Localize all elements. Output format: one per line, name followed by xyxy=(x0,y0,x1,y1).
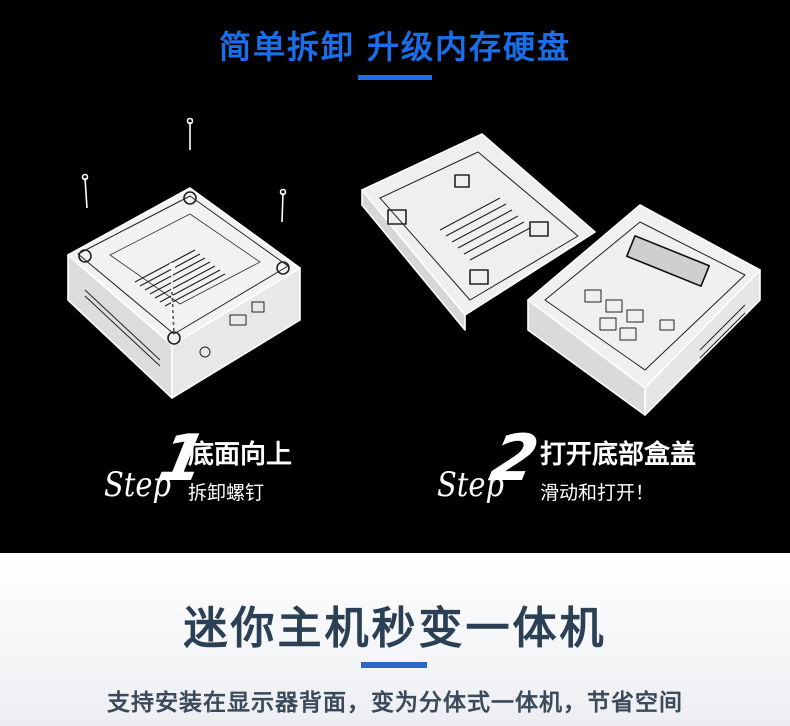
headline: 简单拆卸升级内存硬盘 xyxy=(0,22,790,68)
bottom-panel xyxy=(0,553,790,726)
step1-title: 底面向上 xyxy=(188,440,293,470)
top-panel: 简单拆卸升级内存硬盘 xyxy=(0,22,790,505)
headline-right: 升级内存硬盘 xyxy=(367,28,572,66)
step1-label: Step xyxy=(104,465,172,505)
headline-left: 简单拆卸 xyxy=(218,28,355,66)
step2-label: Step xyxy=(437,465,505,505)
section-title: 迷你主机秒变一体机 xyxy=(183,603,607,654)
step2-number: 2 xyxy=(484,422,545,496)
step2-subtitle: 滑动和打开！ xyxy=(540,482,655,504)
section-description: 支持安装在显示器背面，变为分体式一体机，节省空间 xyxy=(107,690,683,716)
section-underline xyxy=(361,662,427,668)
step1-subtitle: 拆卸螺钉 xyxy=(188,482,265,504)
device-opened-view xyxy=(361,133,761,416)
headline-underline xyxy=(358,75,432,80)
disassembly-illustration xyxy=(67,117,761,416)
device-bottom-view xyxy=(67,117,301,399)
step2-title: 打开底部盒盖 xyxy=(540,440,697,470)
